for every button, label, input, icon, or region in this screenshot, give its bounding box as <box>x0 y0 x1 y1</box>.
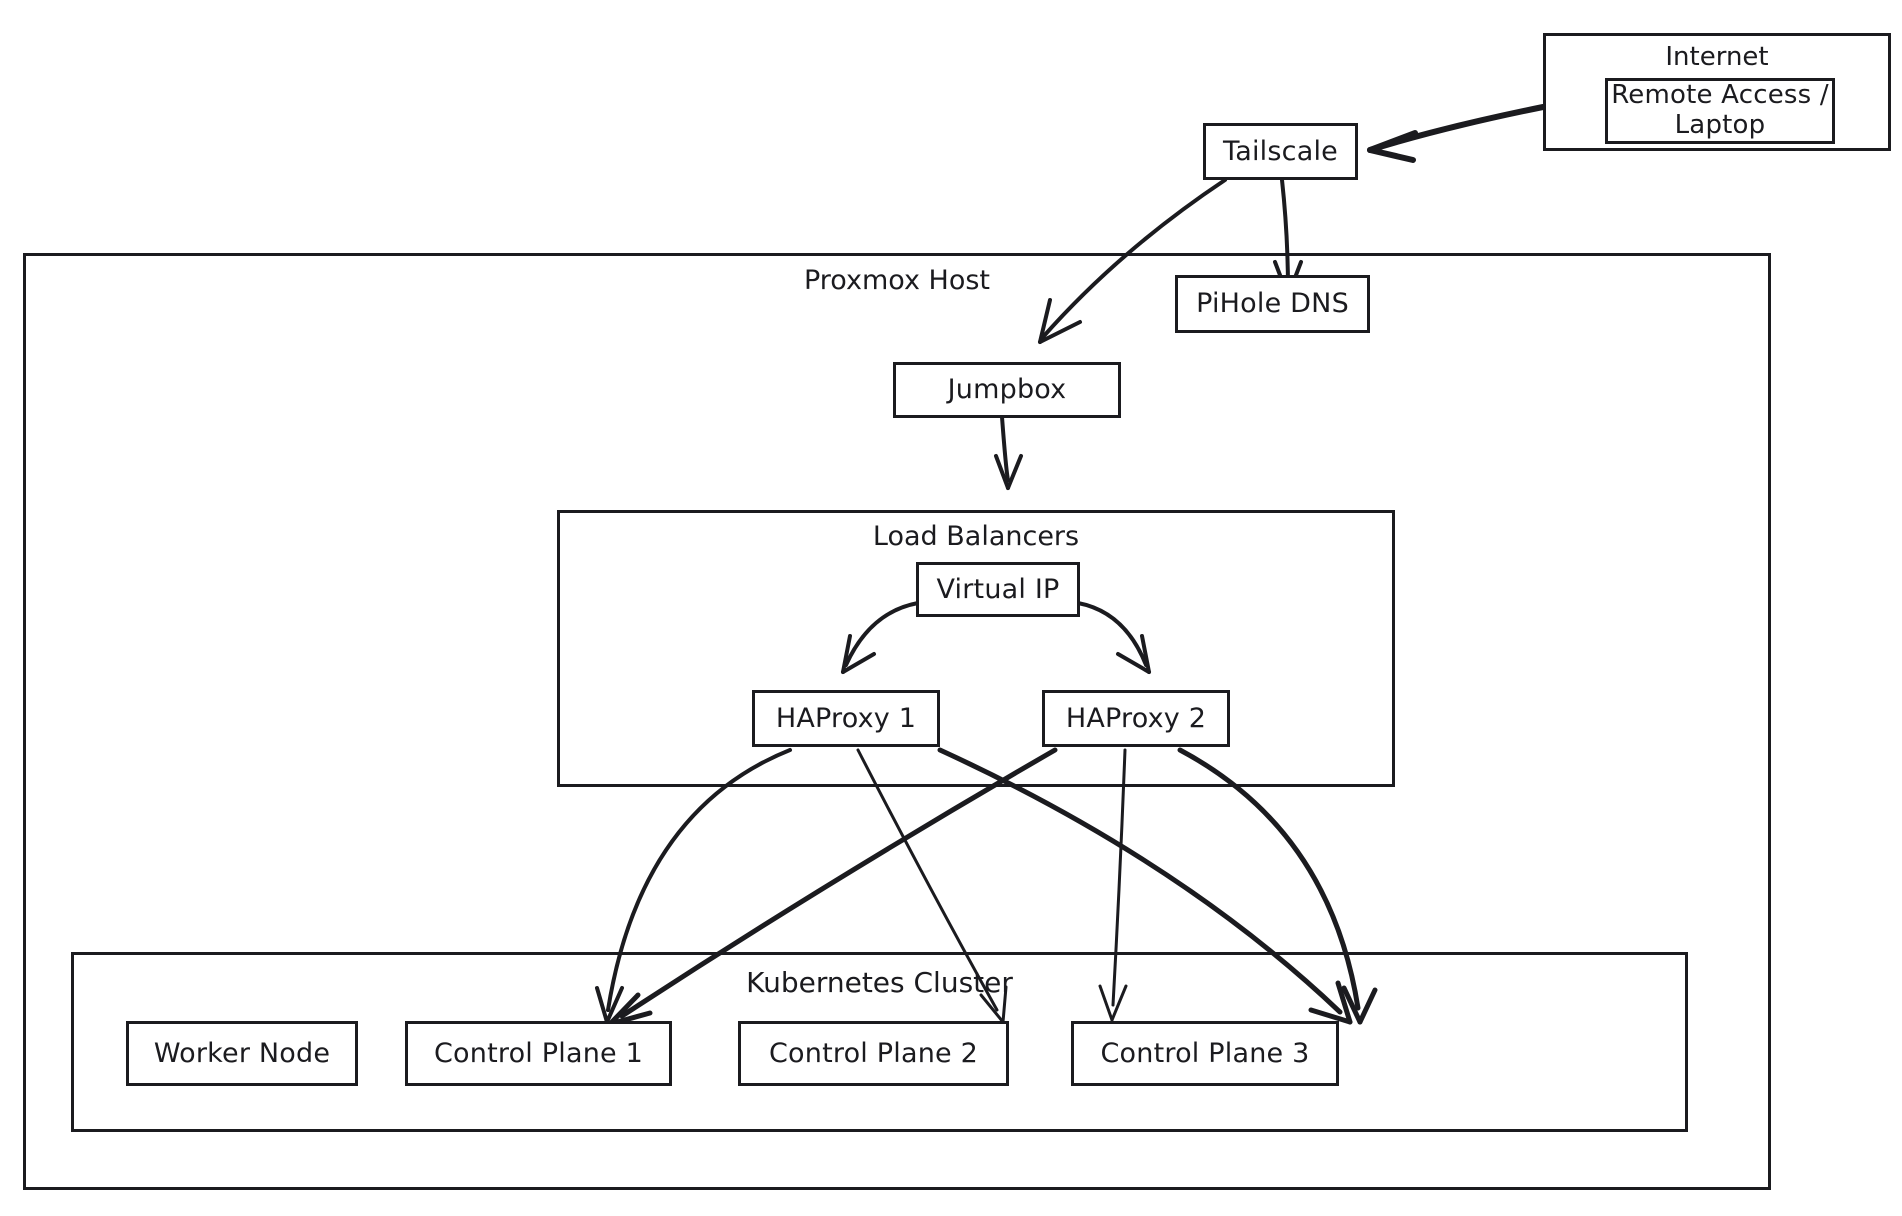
node-control-plane-3[interactable]: Control Plane 3 <box>1071 1021 1339 1086</box>
node-worker-node-label: Worker Node <box>153 1037 331 1069</box>
node-jumpbox-label: Jumpbox <box>947 374 1067 406</box>
node-worker-node[interactable]: Worker Node <box>126 1021 358 1086</box>
node-control-plane-2-label: Control Plane 2 <box>769 1037 978 1069</box>
group-kubernetes-cluster-title: Kubernetes Cluster <box>746 966 1013 999</box>
group-proxmox-host <box>23 253 1771 1190</box>
node-haproxy-1-label: HAProxy 1 <box>775 702 917 734</box>
node-remote-access-laptop[interactable]: Remote Access / Laptop <box>1605 78 1835 144</box>
node-tailscale[interactable]: Tailscale <box>1203 123 1358 180</box>
node-remote-access-laptop-label: Remote Access / Laptop <box>1611 80 1829 140</box>
node-haproxy-2[interactable]: HAProxy 2 <box>1042 690 1230 747</box>
node-virtual-ip[interactable]: Virtual IP <box>916 562 1080 617</box>
edge-remote-access-to-tailscale <box>1367 104 1546 163</box>
node-control-plane-1-label: Control Plane 1 <box>434 1037 643 1069</box>
group-proxmox-host-title: Proxmox Host <box>803 265 990 296</box>
group-internet-title: Internet <box>1665 42 1769 72</box>
node-control-plane-2[interactable]: Control Plane 2 <box>738 1021 1009 1086</box>
node-control-plane-3-label: Control Plane 3 <box>1100 1037 1310 1069</box>
group-load-balancers-title: Load Balancers <box>872 521 1080 552</box>
node-control-plane-1[interactable]: Control Plane 1 <box>405 1021 672 1086</box>
node-tailscale-label: Tailscale <box>1223 135 1338 167</box>
node-haproxy-2-label: HAProxy 2 <box>1065 702 1207 734</box>
node-haproxy-1[interactable]: HAProxy 1 <box>752 690 940 747</box>
node-virtual-ip-label: Virtual IP <box>936 573 1060 605</box>
node-jumpbox[interactable]: Jumpbox <box>893 362 1121 418</box>
group-internet <box>1543 33 1891 151</box>
